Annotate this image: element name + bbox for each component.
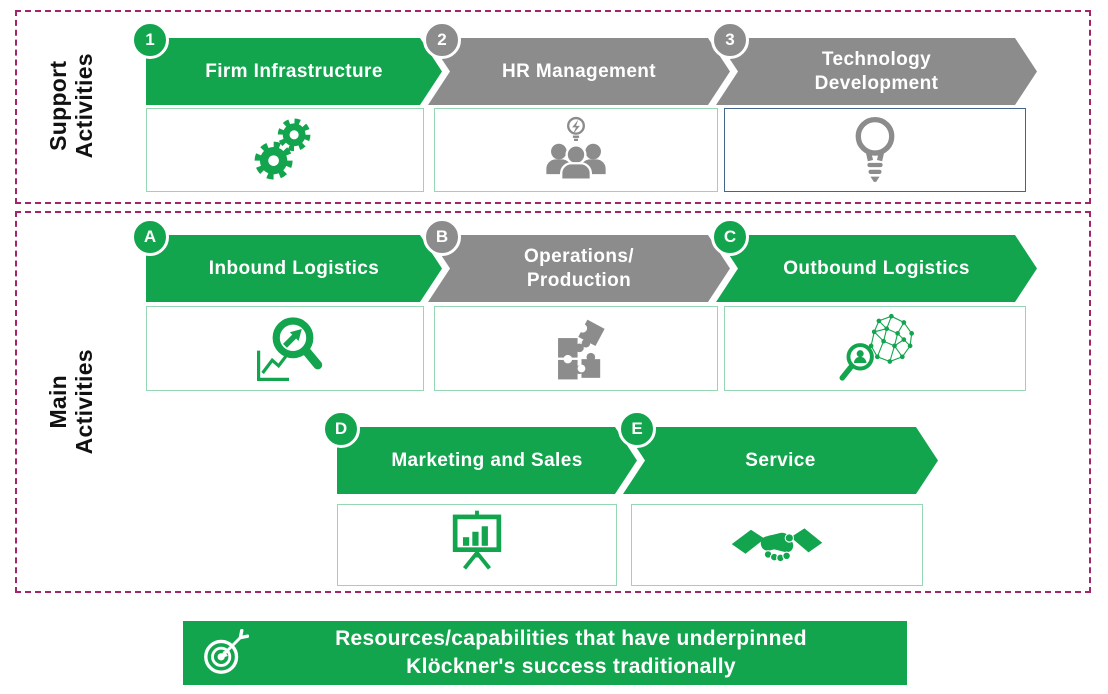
icon-box-outbound-logistics — [724, 306, 1026, 391]
support-activities-label: Support Activities — [45, 53, 97, 159]
lightbulb-icon — [855, 116, 895, 182]
step-title: Marketing and Sales — [391, 449, 583, 471]
step-firm-infrastructure: 1 Firm Infrastructure — [131, 21, 442, 105]
support-activities-label-wrap: Support Activities — [0, 36, 152, 176]
arrow-banner: Technology Development — [716, 38, 1037, 105]
step-inbound-logistics: A Inbound Logistics — [131, 218, 442, 302]
step-service: E Service — [618, 410, 938, 494]
arrow-banner: Firm Infrastructure — [146, 38, 442, 105]
step-number-badge: 1 — [131, 21, 169, 59]
step-title: Firm Infrastructure — [205, 60, 383, 82]
step-title: Technology Development — [814, 48, 939, 94]
icon-box-technology-development — [724, 108, 1026, 192]
footer-text: Resources/capabilities that have underpi… — [335, 626, 807, 678]
arrow-banner: Outbound Logistics — [716, 235, 1037, 302]
network-search-icon — [839, 313, 914, 381]
step-hr-management: 2 HR Management — [423, 21, 730, 105]
step-letter-badge: B — [423, 218, 461, 256]
step-title: Inbound Logistics — [208, 257, 380, 279]
step-technology-development: 3 Technology Development — [711, 21, 1037, 105]
step-letter-badge: D — [322, 410, 360, 448]
target-dart-icon — [204, 629, 249, 674]
icon-box-hr-management — [434, 108, 718, 192]
step-number-badge: 3 — [711, 21, 749, 59]
arrow-banner: HR Management — [428, 38, 730, 105]
main-activities-label: Main Activities — [45, 349, 97, 455]
support-activities-panel — [15, 10, 1091, 204]
main-activities-panel — [15, 211, 1091, 593]
puzzle-icon — [558, 319, 605, 379]
step-marketing-and-sales: D Marketing and Sales — [322, 410, 637, 494]
team-idea-icon — [546, 116, 606, 181]
step-letter-badge: A — [131, 218, 169, 256]
step-operations-production: B Operations/ Production — [423, 218, 730, 302]
arrow-banner: Operations/ Production — [428, 235, 730, 302]
search-trend-icon — [257, 316, 323, 381]
step-title: Operations/ Production — [524, 245, 634, 291]
step-outbound-logistics: C Outbound Logistics — [711, 218, 1037, 302]
step-title: Service — [745, 449, 816, 471]
icon-box-inbound-logistics — [146, 306, 424, 391]
arrow-banner: Inbound Logistics — [146, 235, 442, 302]
main-activities-label-wrap: Main Activities — [0, 332, 152, 472]
presentation-chart-icon — [452, 510, 502, 570]
step-number-badge: 2 — [423, 21, 461, 59]
gears-icon — [254, 118, 311, 180]
handshake-icon — [731, 527, 823, 562]
footer-banner: Resources/capabilities that have underpi… — [183, 621, 907, 685]
icon-box-operations-production — [434, 306, 718, 391]
icon-box-marketing-and-sales — [337, 504, 617, 586]
arrow-banner: Marketing and Sales — [337, 427, 637, 494]
step-letter-badge: C — [711, 218, 749, 256]
arrow-banner: Service — [623, 427, 938, 494]
icon-box-service — [631, 504, 923, 586]
step-title: HR Management — [501, 60, 657, 82]
icon-box-firm-infrastructure — [146, 108, 424, 192]
step-letter-badge: E — [618, 410, 656, 448]
step-title: Outbound Logistics — [783, 257, 970, 279]
